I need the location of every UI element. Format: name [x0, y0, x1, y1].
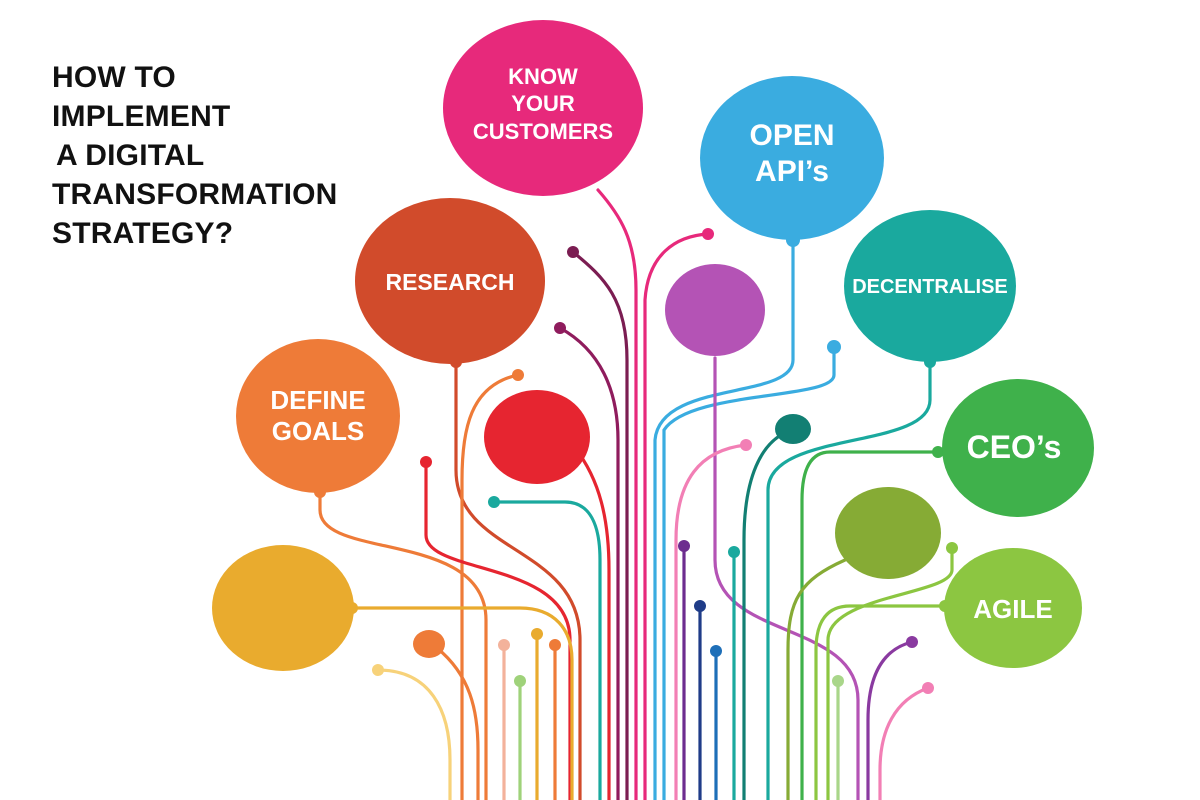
- bubble-research: RESEARCH: [355, 198, 545, 364]
- bubble-label: AGILE: [973, 594, 1052, 624]
- connector: [596, 188, 638, 800]
- bubble-decentralise: DECENTRALISE: [844, 210, 1016, 362]
- page-title: HOW TO IMPLEMENT A DIGITAL TRANSFORMATIO…: [52, 58, 392, 253]
- bubble-dark-teal: [775, 414, 811, 444]
- connector: [643, 232, 710, 800]
- bubble-label: DECENTRALISE: [852, 276, 1008, 298]
- connector: [814, 604, 947, 800]
- connector: [653, 238, 795, 800]
- connector: [454, 358, 582, 800]
- node-dot: [372, 664, 384, 676]
- connector: [662, 345, 836, 800]
- title-line: STRATEGY?: [52, 217, 234, 250]
- bubble-label: CUSTOMERS: [473, 119, 613, 144]
- node-dot: [694, 600, 706, 612]
- bubble-label: KNOW: [508, 64, 578, 89]
- node-dot: [946, 542, 958, 554]
- connector: [674, 443, 748, 800]
- bubble-label: OPEN: [749, 119, 834, 152]
- node-dot: [567, 246, 579, 258]
- title-line: A DIGITAL: [56, 139, 205, 172]
- node-dot: [498, 639, 510, 651]
- node-dot: [728, 546, 740, 558]
- title-line: IMPLEMENT: [52, 100, 231, 133]
- bubble-open-apis: OPEN API’s: [700, 76, 884, 240]
- bubble-agile: AGILE: [944, 548, 1082, 668]
- connector: [713, 356, 860, 800]
- bubble-ceos: CEO’s: [942, 379, 1094, 517]
- bubble-small-orange: [413, 630, 445, 658]
- connector: [786, 558, 847, 800]
- connector: [350, 606, 574, 800]
- connector: [571, 250, 629, 800]
- bubble-label: RESEARCH: [385, 269, 514, 295]
- bubble-label: DEFINE: [270, 385, 365, 415]
- connector: [424, 460, 572, 800]
- title-line: TRANSFORMATION: [52, 178, 338, 211]
- node-dot: [932, 446, 944, 458]
- node-dot: [512, 369, 524, 381]
- bubble-label: YOUR: [511, 91, 575, 116]
- node-dot: [827, 340, 841, 354]
- node-dot: [678, 540, 690, 552]
- connector: [800, 450, 942, 800]
- bubble-define-goals: DEFINE GOALS: [236, 339, 400, 493]
- node-dot: [531, 628, 543, 640]
- node-dot: [488, 496, 500, 508]
- connector: [573, 446, 611, 800]
- node-dot: [710, 645, 722, 657]
- node-dot: [549, 639, 561, 651]
- bubble-know-your-customers: KNOW YOUR CUSTOMERS: [443, 20, 643, 196]
- connector: [826, 546, 954, 800]
- bubble-purple: [665, 264, 765, 356]
- node-dot: [514, 675, 526, 687]
- connector: [866, 640, 914, 800]
- bubble-label: API’s: [755, 155, 829, 188]
- bubble-label: GOALS: [272, 416, 364, 446]
- title-line: HOW TO: [52, 61, 176, 94]
- connector: [558, 326, 620, 800]
- bubble-red: [484, 390, 590, 484]
- connector: [435, 646, 480, 800]
- node-dot: [906, 636, 918, 648]
- connector: [492, 500, 602, 800]
- connector: [878, 686, 930, 800]
- connector: [376, 668, 452, 800]
- connector: [766, 358, 932, 800]
- connector: [318, 490, 488, 800]
- node-dot: [702, 228, 714, 240]
- connector: [460, 373, 520, 800]
- node-dot: [740, 439, 752, 451]
- node-dot: [420, 456, 432, 468]
- bubble-olive: [835, 487, 941, 579]
- bubble-yellow: [212, 545, 354, 671]
- node-dot: [554, 322, 566, 334]
- node-dot: [922, 682, 934, 694]
- node-dot: [832, 675, 844, 687]
- bubble-label: CEO’s: [967, 429, 1062, 465]
